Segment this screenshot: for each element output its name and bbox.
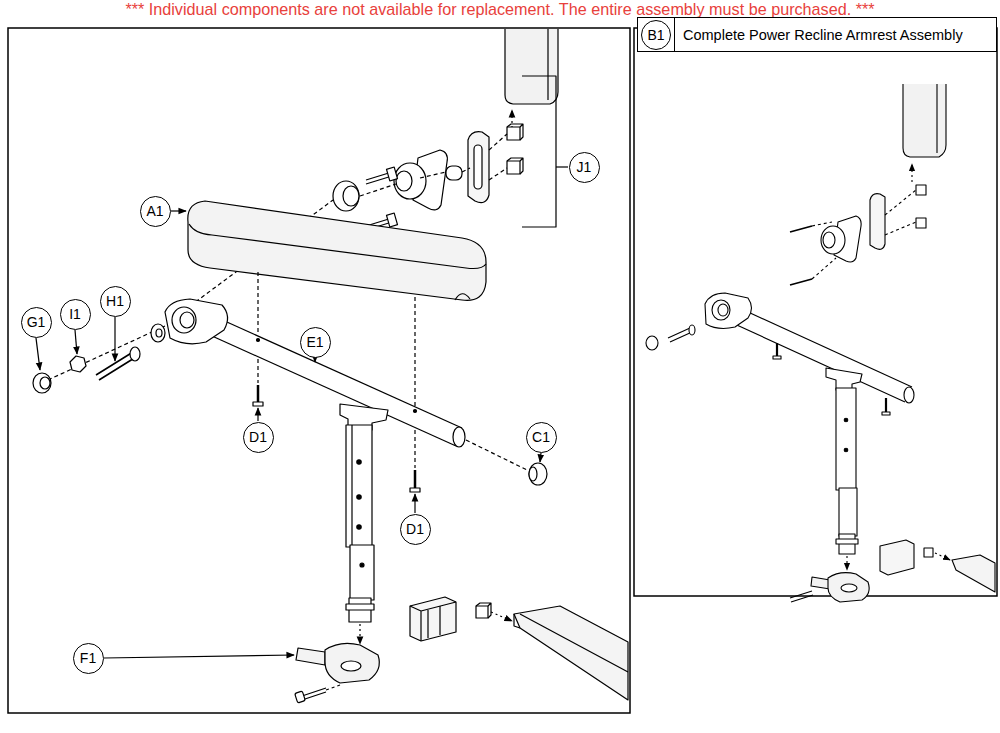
callout-circle: A1 xyxy=(140,196,171,227)
leader-lines xyxy=(36,211,541,658)
callout-number: D1 xyxy=(249,430,267,444)
callout-number: E1 xyxy=(306,335,323,349)
callout-circle: D1 xyxy=(400,514,431,545)
callout-number: F1 xyxy=(80,651,96,665)
exploded-armrest xyxy=(33,29,628,703)
callout-number: D1 xyxy=(406,522,424,536)
assembly-legend-box: Complete Power Recline Armrest Assembly B… xyxy=(637,17,997,52)
callout-circle: D1 xyxy=(243,422,274,453)
callout-number: A1 xyxy=(146,204,163,218)
callout-circle: I1 xyxy=(60,299,91,330)
callout-circle: H1 xyxy=(100,286,131,317)
complete-assembly-illustration xyxy=(646,84,995,602)
callout-number: B1 xyxy=(647,28,664,42)
assembly-name: Complete Power Recline Armrest Assembly xyxy=(674,18,996,51)
callout-circle: F1 xyxy=(73,643,104,674)
callout-circle: B1 xyxy=(641,20,671,50)
callout-number: G1 xyxy=(27,315,46,329)
callout-circle: E1 xyxy=(300,327,331,358)
callout-number: J1 xyxy=(577,160,592,174)
callout-circle: C1 xyxy=(526,422,557,453)
panel-frames xyxy=(8,28,997,713)
callout-number: I1 xyxy=(69,307,81,321)
callout-circle: G1 xyxy=(21,307,52,338)
callout-number: H1 xyxy=(106,294,124,308)
callout-circle: J1 xyxy=(569,152,600,183)
callout-number: C1 xyxy=(532,430,550,444)
